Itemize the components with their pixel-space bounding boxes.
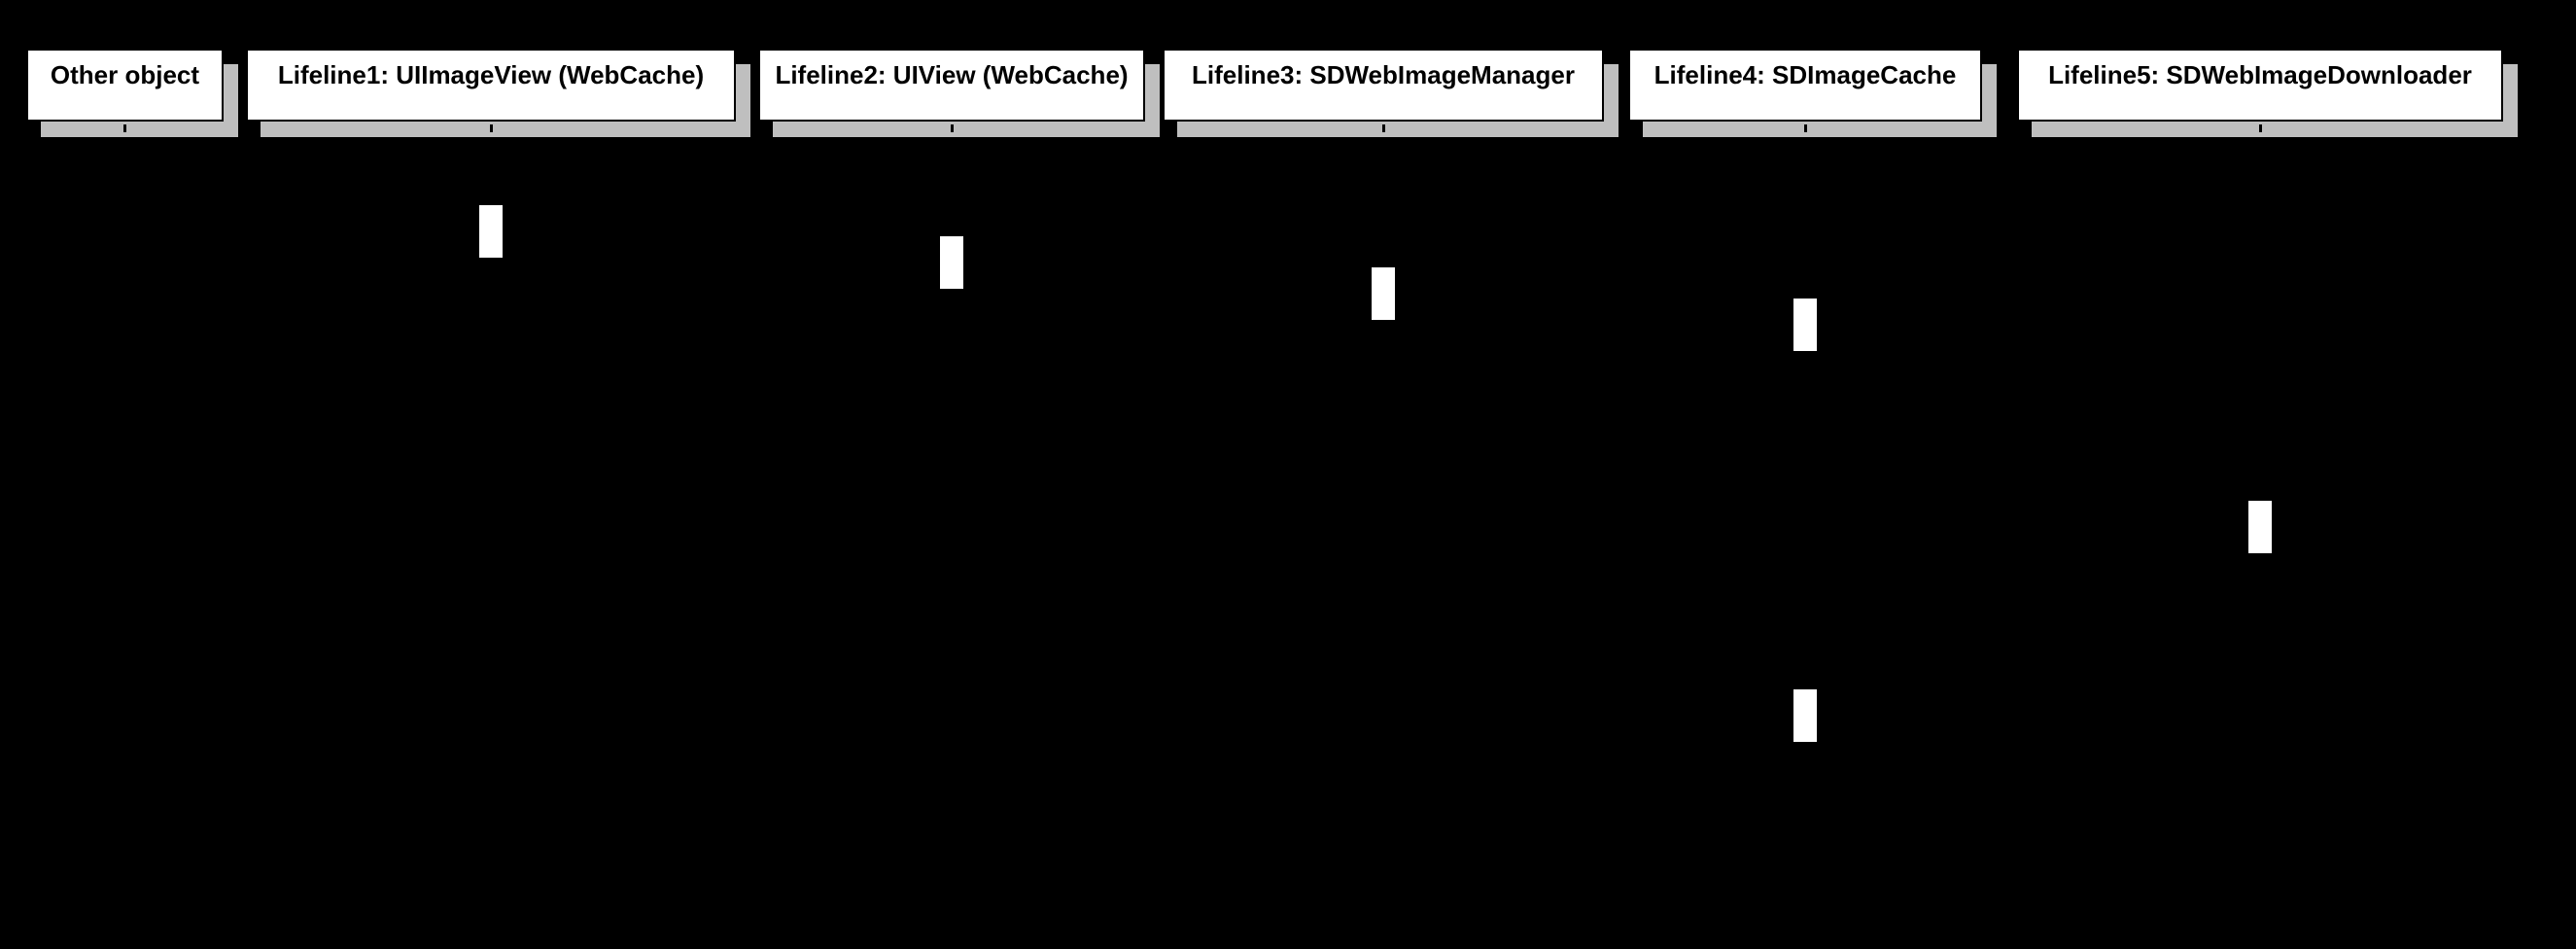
lifeline-label: Lifeline3: SDWebImageManager <box>1192 60 1575 89</box>
lifeline-label: Lifeline1: UIImageView (WebCache) <box>277 60 705 89</box>
lifeline-stub <box>2258 124 2262 132</box>
lifeline-stub <box>1381 124 1385 132</box>
lifeline-head: Lifeline4: SDImageCache <box>1628 49 1982 122</box>
lifeline-dashed-line <box>1803 141 1807 933</box>
lifeline-stub <box>950 124 954 132</box>
activation-bar <box>2248 501 2272 553</box>
lifeline-head: Lifeline2: UIView (WebCache) <box>758 49 1145 122</box>
lifeline-label: Lifeline4: SDImageCache <box>1654 60 1957 89</box>
lifeline-dashed-line <box>122 141 126 933</box>
lifeline-label: Lifeline2: UIView (WebCache) <box>775 60 1129 89</box>
lifeline-stub <box>1803 124 1807 132</box>
lifeline-stub <box>122 124 126 132</box>
activation-bar <box>479 205 503 258</box>
activation-bar <box>1793 689 1817 742</box>
lifeline-dashed-line <box>1381 141 1385 933</box>
activation-bar <box>1372 267 1395 320</box>
lifeline-stub <box>489 124 493 132</box>
lifeline-head: Other object <box>26 49 224 122</box>
lifeline-dashed-line <box>489 141 493 933</box>
lifeline-head: Lifeline3: SDWebImageManager <box>1163 49 1604 122</box>
lifeline-head: Lifeline1: UIImageView (WebCache) <box>246 49 736 122</box>
lifeline-label: Other object <box>50 60 200 89</box>
activation-bar <box>940 236 963 289</box>
activation-bar <box>1793 299 1817 351</box>
lifeline-head: Lifeline5: SDWebImageDownloader <box>2017 49 2503 122</box>
lifeline-dashed-line <box>950 141 954 933</box>
lifeline-label: Lifeline5: SDWebImageDownloader <box>2048 60 2472 89</box>
